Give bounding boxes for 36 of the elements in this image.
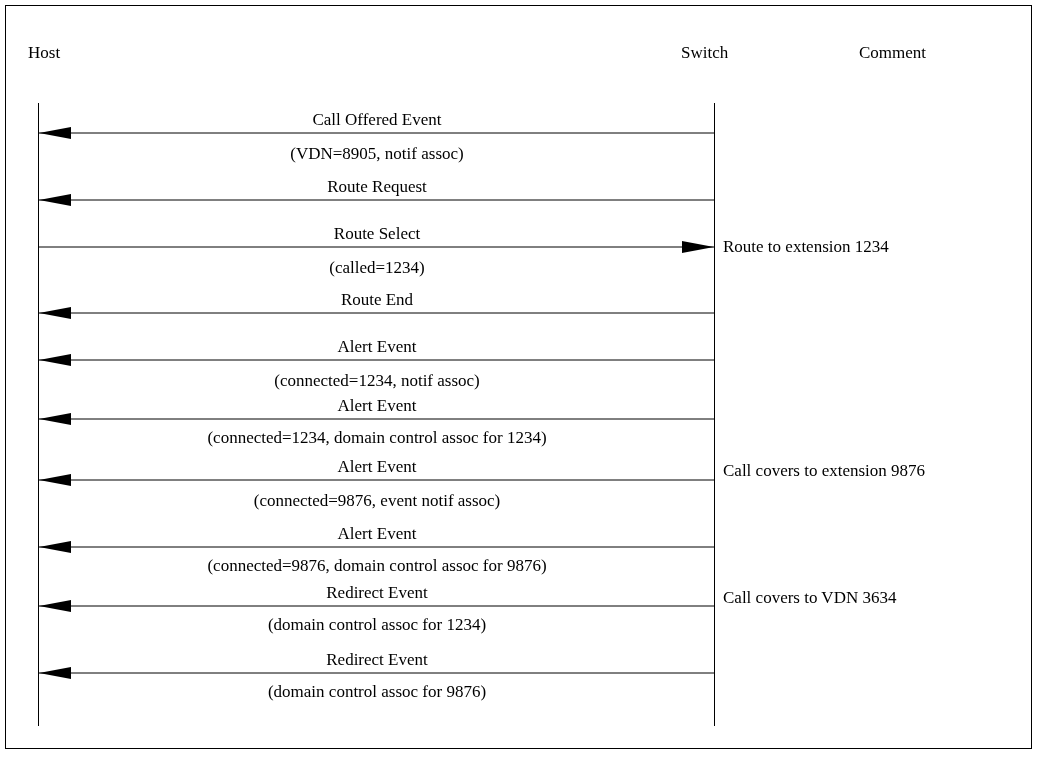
lifeline-header: Switch bbox=[681, 43, 729, 63]
message-parameters: (domain control assoc for 1234) bbox=[267, 615, 487, 635]
message-arrow bbox=[38, 307, 715, 319]
message-arrow bbox=[38, 600, 715, 612]
lifeline-header: Host bbox=[28, 43, 61, 63]
edge-label: Redirect Event bbox=[326, 583, 428, 603]
comment-text: Route to extension 1234 bbox=[723, 237, 889, 257]
message-parameters: (connected=1234, domain control assoc for 1234) bbox=[207, 428, 547, 448]
edge-label: Route Select bbox=[333, 224, 421, 244]
message-arrow bbox=[38, 541, 715, 553]
comment-text: Call covers to VDN 3634 bbox=[723, 588, 897, 608]
message-arrow bbox=[38, 474, 715, 486]
message-parameters: (connected=1234, notif assoc) bbox=[274, 371, 480, 391]
message-arrow bbox=[38, 194, 715, 206]
message-parameters: (domain control assoc for 9876) bbox=[267, 682, 487, 702]
edge-label: Route End bbox=[340, 290, 414, 310]
message-parameters: (connected=9876, domain control assoc for 9876) bbox=[207, 556, 547, 576]
edge-label: Redirect Event bbox=[326, 650, 428, 670]
edge-label: Alert Event bbox=[337, 524, 417, 544]
message-arrow bbox=[38, 241, 715, 253]
message-parameters: (connected=9876, event notif assoc) bbox=[253, 491, 501, 511]
edge-label: Call Offered Event bbox=[312, 110, 442, 130]
edge-label: Alert Event bbox=[337, 457, 417, 477]
lifeline bbox=[714, 103, 715, 726]
message-arrow bbox=[38, 413, 715, 425]
lifeline bbox=[38, 103, 39, 726]
message-arrow bbox=[38, 667, 715, 679]
edge-label: Alert Event bbox=[337, 337, 417, 357]
message-arrow bbox=[38, 127, 715, 139]
edge-label: Alert Event bbox=[337, 396, 417, 416]
message-parameters: (called=1234) bbox=[329, 258, 425, 278]
comment-text: Call covers to extension 9876 bbox=[723, 461, 926, 481]
column-header: Comment bbox=[859, 43, 927, 63]
message-parameters: (VDN=8905, notif assoc) bbox=[290, 144, 464, 164]
edge-label: Route Request bbox=[327, 177, 427, 197]
message-arrow bbox=[38, 354, 715, 366]
